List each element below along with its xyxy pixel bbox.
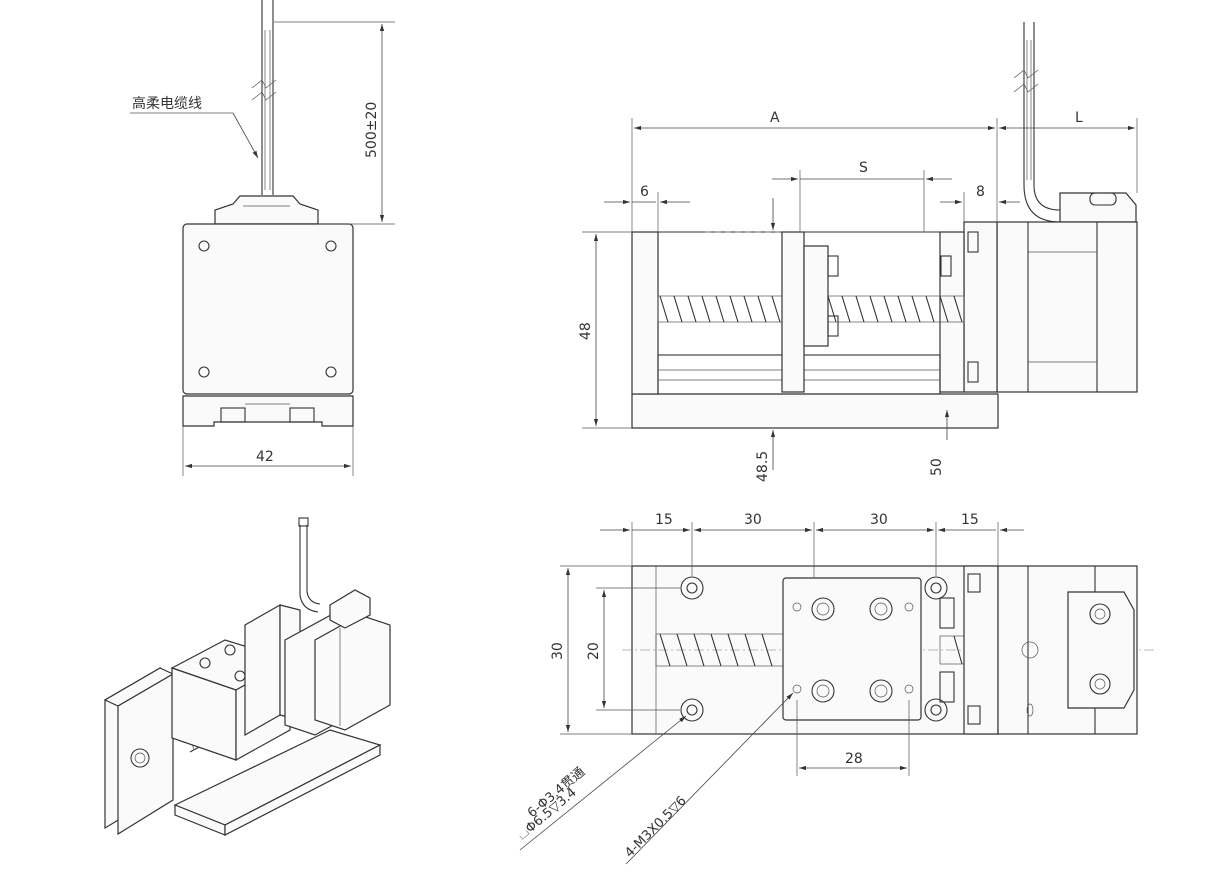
dim-base-height: 50 [929, 458, 945, 476]
dim-spacing-2: 30 [744, 512, 762, 528]
dim-height: 48 [578, 322, 594, 340]
cable-label: 高柔电缆线 [132, 95, 202, 112]
dim-spacing-4: 15 [961, 512, 979, 528]
front-view: 高柔电缆线 500±20 42 [130, 0, 395, 476]
isometric-view [103, 517, 391, 836]
dim-spacing-1: 15 [655, 512, 673, 528]
dim-carriage-height: 48.5 [755, 451, 771, 482]
dim-cable-length: 500±20 [364, 102, 380, 158]
side-view: A L S 6 8 48 48.5 50 [578, 22, 1138, 482]
dim-right-end: 8 [976, 184, 985, 200]
dim-width-outer: 30 [550, 642, 566, 660]
top-view: 15 30 30 15 30 20 28 6-Φ3.4贯通 ⌴Φ6.5▽3.4 … [515, 512, 1155, 865]
dim-width: 42 [256, 449, 274, 465]
dim-width-inner: 20 [586, 642, 602, 660]
dim-hole-span: 28 [845, 751, 863, 767]
dim-stroke: S [859, 160, 868, 176]
dim-overall: A [770, 110, 780, 126]
dim-motor-length: L [1075, 110, 1083, 126]
dim-left-end: 6 [640, 184, 649, 200]
dim-spacing-3: 30 [870, 512, 888, 528]
note-thread: 4-M3X0.5▽6 [622, 793, 689, 860]
